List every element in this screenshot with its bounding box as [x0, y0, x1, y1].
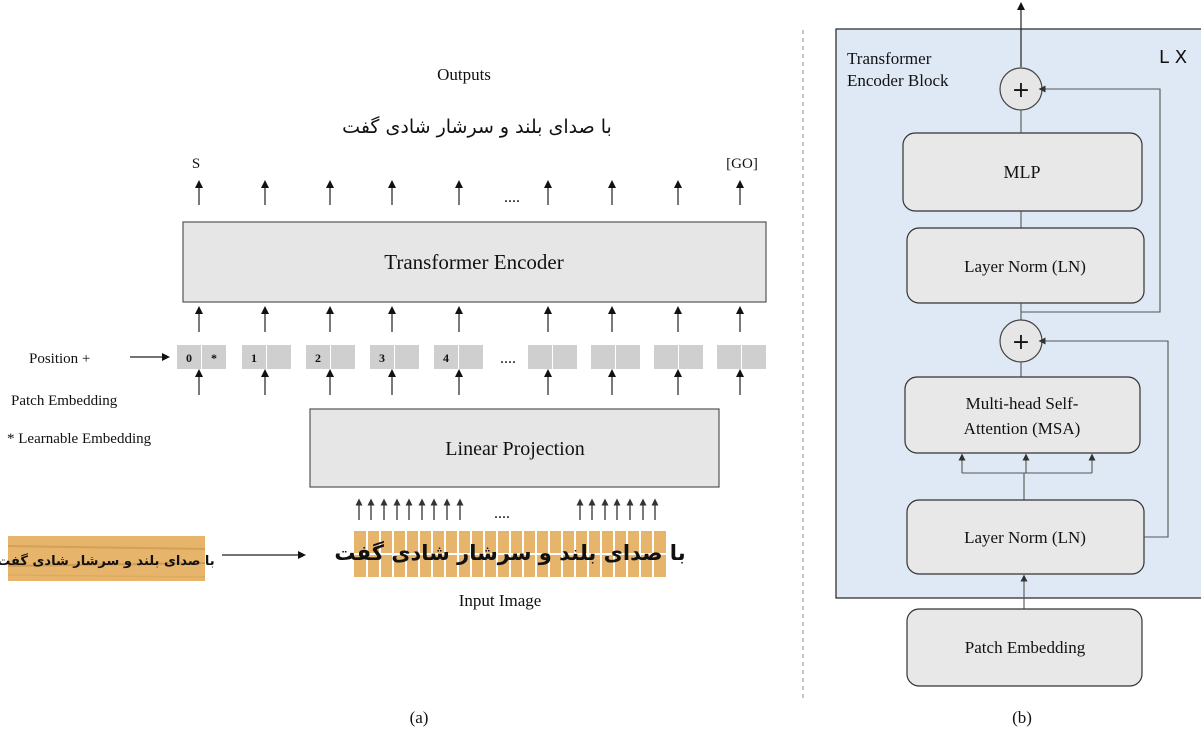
encoder-block-title-line2: Encoder Block	[847, 71, 949, 90]
output-token-s: S	[192, 156, 200, 172]
projection-output-arrows	[195, 369, 744, 395]
output-ellipsis: ....	[504, 189, 520, 206]
patched-word-text: با صدای بلند و سرشار شادی گفت	[334, 540, 685, 565]
skip-connection-bottom	[1038, 337, 1169, 538]
repeat-count-label: L X	[1159, 47, 1187, 68]
patch-token-n3	[654, 345, 703, 369]
encoder-block-title-line1: Transformer	[847, 49, 932, 68]
panel-a: Outputs با صدای بلند و سرشار شادی گفت S …	[0, 65, 767, 727]
qkv-branches	[958, 453, 1096, 500]
patch-number: 4	[443, 351, 449, 365]
patch-number: 2	[315, 351, 321, 365]
patch-token-4: 4	[434, 345, 483, 369]
learnable-star: *	[211, 351, 217, 365]
msa-box	[904, 376, 1141, 454]
plus-symbol-middle: +	[1012, 330, 1030, 355]
panel-b: Transformer Encoder Block L X + MLP Laye…	[835, 2, 1201, 727]
patch-tokens: 0 * 1 2 3 4 ....	[177, 345, 766, 369]
transformer-encoder-box	[182, 221, 767, 303]
input-patch-arrows	[355, 498, 659, 520]
patch-ellipsis: ....	[500, 350, 516, 367]
patch-number: 3	[379, 351, 385, 365]
patch-embedding-box	[906, 608, 1143, 687]
linear-projection-label: Linear Projection	[445, 438, 584, 460]
caption-a: (a)	[410, 708, 429, 727]
plus-symbol-top: +	[1012, 78, 1030, 103]
mlp-label: MLP	[1003, 162, 1040, 182]
patched-word-image: با صدای بلند و سرشار شادی گفت	[334, 531, 686, 577]
input-word-image: با صدای بلند و سرشار شادی گفت	[0, 536, 215, 581]
patch-token-1: 1	[242, 345, 291, 369]
input-word-text: با صدای بلند و سرشار شادی گفت	[0, 553, 215, 569]
patch-embedding-b-label: Patch Embedding	[965, 638, 1086, 657]
encoder-input-arrows	[195, 306, 744, 332]
patch-number: 1	[251, 351, 257, 365]
msa-label-line1: Multi-head Self-	[966, 394, 1079, 413]
layer-norm-top-label: Layer Norm (LN)	[964, 257, 1086, 276]
layer-norm-top-box	[906, 227, 1145, 304]
input-image-label: Input Image	[459, 591, 542, 610]
patch-embedding-label: Patch Embedding	[11, 393, 118, 409]
transformer-encoder-label: Transformer Encoder	[384, 250, 563, 274]
patch-token-3: 3	[370, 345, 419, 369]
caption-b: (b)	[1012, 708, 1032, 727]
patch-token-2: 2	[306, 345, 355, 369]
msa-label-line2: Attention (MSA)	[964, 419, 1081, 438]
input-arrows-ellipsis: ....	[494, 505, 510, 522]
patch-token-n2	[591, 345, 640, 369]
mlp-box	[902, 132, 1143, 212]
patch-token-n1	[528, 345, 577, 369]
outputs-label: Outputs	[437, 65, 491, 84]
output-arrows	[195, 180, 744, 205]
patch-token-n4	[717, 345, 766, 369]
position-plus-label: Position +	[29, 351, 90, 367]
output-persian-text: با صدای بلند و سرشار شادی گفت	[342, 115, 612, 138]
linear-projection-box	[309, 408, 720, 488]
output-token-go: [GO]	[726, 156, 758, 172]
patch-token-0: 0 *	[177, 345, 226, 369]
layer-norm-bottom-label: Layer Norm (LN)	[964, 528, 1086, 547]
patch-number: 0	[186, 351, 192, 365]
skip-connection-top	[1021, 85, 1161, 313]
learnable-embedding-note: * Learnable Embedding	[7, 431, 152, 447]
